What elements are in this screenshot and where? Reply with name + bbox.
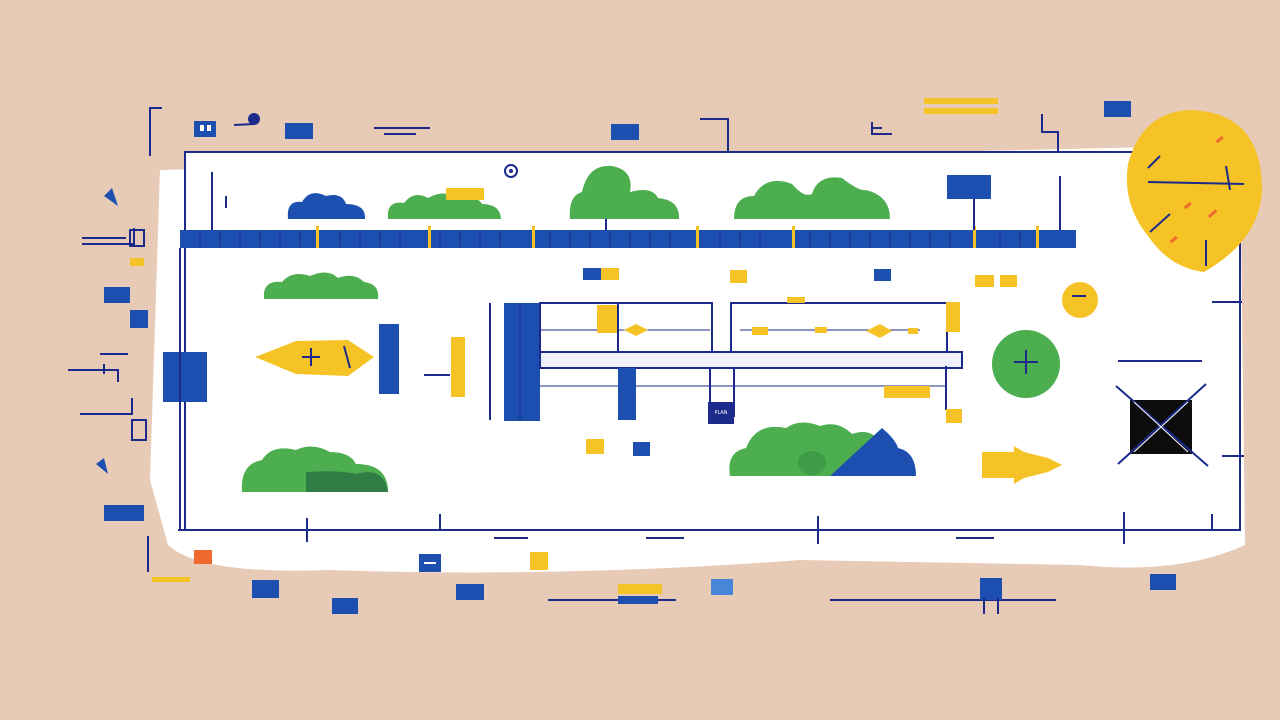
cloud-icon	[287, 193, 366, 219]
left-decorations	[68, 188, 149, 572]
tree-icon	[734, 177, 890, 219]
tree-shadow	[306, 471, 388, 492]
top-decorations	[149, 98, 1131, 156]
panel-label-text: PLAN	[714, 410, 727, 416]
plus-icon	[302, 345, 351, 369]
yellow-tag	[446, 188, 484, 200]
cloud-icon	[830, 428, 916, 476]
arrow-icon	[982, 446, 1062, 484]
tree-icon	[569, 165, 680, 219]
tree-icon	[263, 272, 379, 299]
sun-icon	[1126, 110, 1262, 272]
plus-icon	[992, 330, 1060, 398]
scattered-squares-mid	[583, 268, 1017, 456]
bottom-decorations	[152, 550, 1176, 614]
yellow-bar	[451, 337, 465, 397]
minus-icon	[1062, 282, 1098, 318]
blue-bar	[379, 324, 399, 394]
tree-icon	[729, 422, 878, 476]
central-panel: PLAN	[489, 302, 963, 424]
pin-icon	[504, 164, 518, 178]
left-block	[163, 352, 207, 402]
sign-board	[947, 175, 991, 199]
bottom-ruler	[178, 248, 1244, 544]
close-icon	[1115, 383, 1209, 467]
top-rail	[180, 226, 1076, 248]
panel-label	[708, 402, 734, 424]
